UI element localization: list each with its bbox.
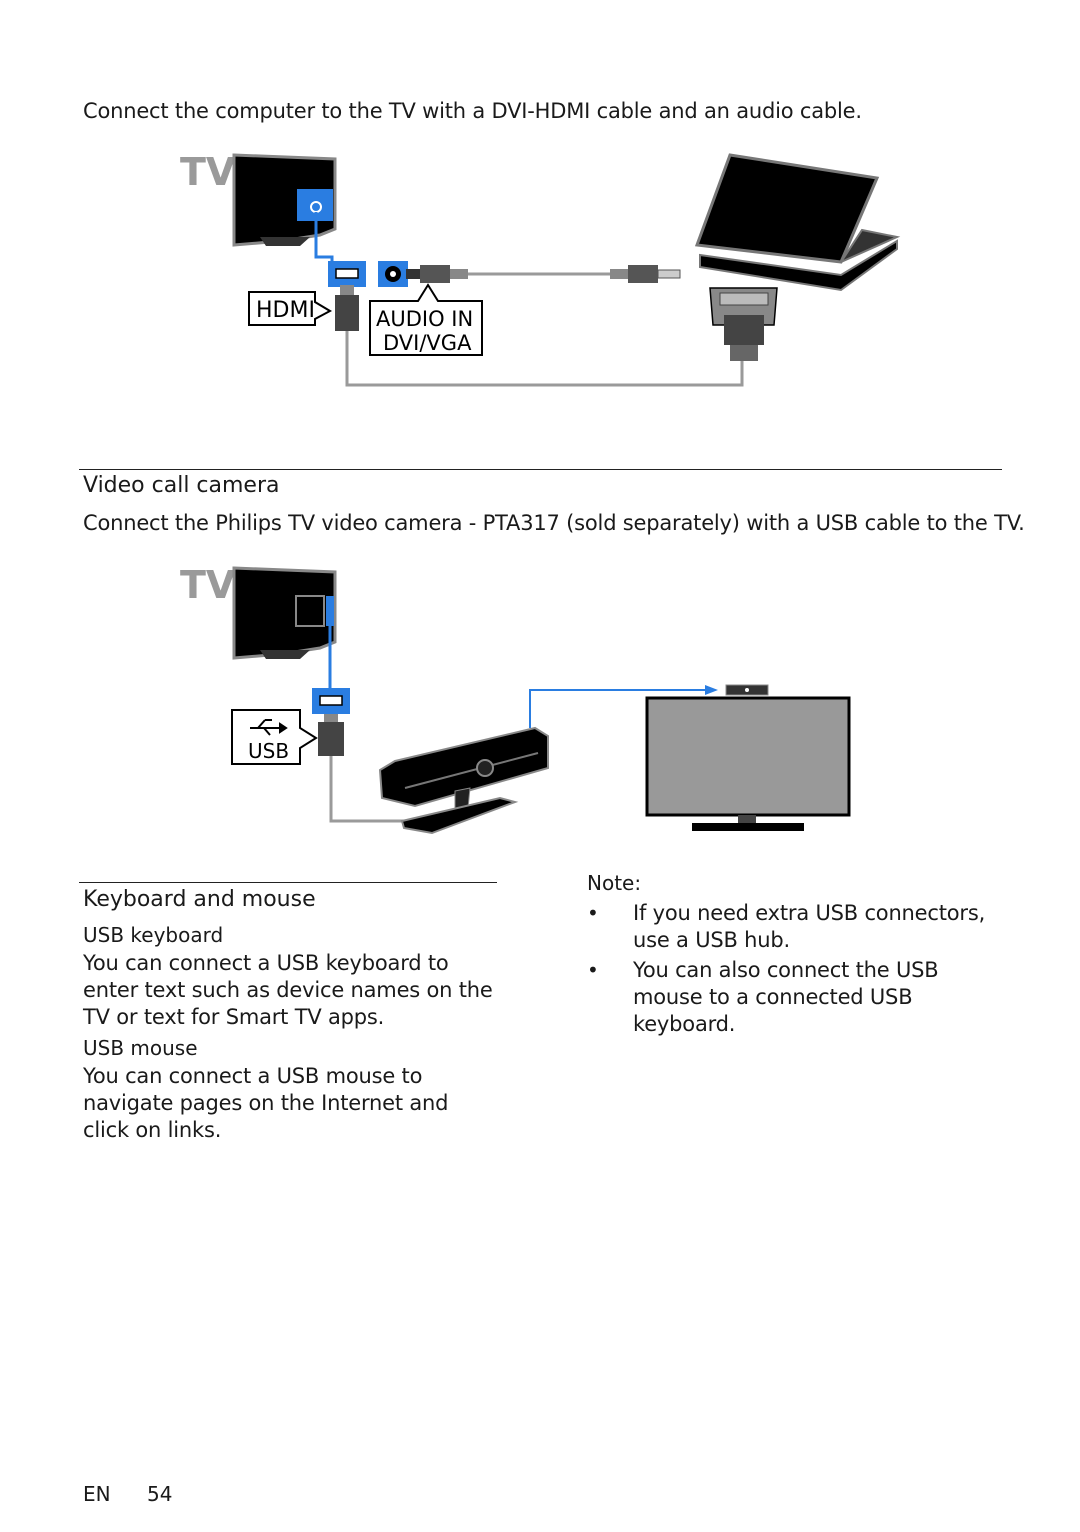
video-call-heading: Video call camera xyxy=(83,473,280,498)
usb-connector-icon xyxy=(318,714,344,756)
section-divider-keyboard xyxy=(79,882,497,883)
intro-text: Connect the computer to the TV with a DV… xyxy=(83,99,862,123)
tv-front-icon xyxy=(645,684,851,831)
usb-symbol-icon xyxy=(250,719,288,736)
usb-mouse-text: You can connect a USB mouse to navigate … xyxy=(83,1064,449,1142)
usb-label-box: USB xyxy=(231,709,318,765)
note-item: You can also connect the USB mouse to a … xyxy=(587,957,997,1038)
svg-text:DVI/VGA: DVI/VGA xyxy=(383,331,472,355)
page-number: 54 xyxy=(147,1482,173,1506)
tv-label-2: TV xyxy=(180,563,236,607)
video-camera-icon xyxy=(378,726,549,835)
camera-connection-diagram: TV USB xyxy=(180,563,851,835)
note-list: If you need extra USB connectors, use a … xyxy=(587,900,997,1041)
usb-cable xyxy=(329,756,410,823)
audio-port-icon xyxy=(378,261,408,287)
dvi-hdmi-cable xyxy=(345,331,744,387)
tv-rear-icon xyxy=(232,153,337,247)
note-item: If you need extra USB connectors, use a … xyxy=(587,900,997,954)
svg-text:USB: USB xyxy=(248,739,289,763)
audio-label-box: AUDIO IN DVI/VGA xyxy=(369,283,483,356)
video-call-text: Connect the Philips TV video camera - PT… xyxy=(83,511,1025,535)
usb-mouse-title: USB mouse xyxy=(83,1036,198,1060)
arrow-icon xyxy=(529,685,718,728)
note-title: Note: xyxy=(587,871,642,895)
usb-keyboard-text: You can connect a USB keyboard to enter … xyxy=(83,951,493,1029)
usb-port-icon xyxy=(312,688,350,714)
footer-lang: EN xyxy=(83,1482,111,1506)
hdmi-label-box: HDMI xyxy=(248,291,333,326)
hdmi-connector-icon xyxy=(335,285,359,331)
vga-connector-icon xyxy=(709,287,778,361)
tv-rear-icon-2 xyxy=(232,566,337,660)
audio-cable-icon xyxy=(406,265,681,283)
pc-connection-diagram: TV HDMI AUDIO IN DVI/V xyxy=(180,150,901,387)
tv-label: TV xyxy=(180,150,236,194)
laptop-icon xyxy=(694,153,901,292)
keyboard-mouse-heading: Keyboard and mouse xyxy=(83,887,316,912)
usb-keyboard-title: USB keyboard xyxy=(83,923,224,947)
section-divider-video xyxy=(79,469,1002,470)
hdmi-port-icon xyxy=(328,261,366,287)
svg-text:HDMI: HDMI xyxy=(256,298,315,323)
svg-text:AUDIO IN: AUDIO IN xyxy=(376,307,473,331)
